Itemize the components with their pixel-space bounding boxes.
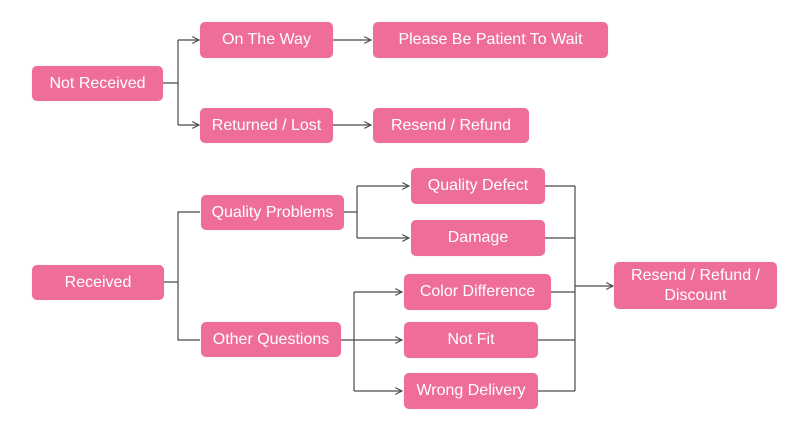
node-quality-problems: Quality Problems	[201, 195, 344, 230]
node-other-questions: Other Questions	[201, 322, 341, 357]
node-please-be-patient-to-wait: Please Be Patient To Wait	[373, 22, 608, 58]
node-quality-defect: Quality Defect	[411, 168, 545, 204]
node-wrong-delivery: Wrong Delivery	[404, 373, 538, 409]
node-on-the-way: On The Way	[200, 22, 333, 58]
connector-received-trunk	[164, 211, 200, 283]
node-returned-lost: Returned / Lost	[200, 108, 333, 143]
node-damage: Damage	[411, 220, 545, 256]
node-not-fit: Not Fit	[404, 322, 538, 358]
connector-received-bottom	[177, 282, 200, 341]
connector-other-trunk	[341, 292, 355, 341]
node-received: Received	[32, 265, 164, 300]
node-color-difference: Color Difference	[404, 274, 551, 310]
connector-quality-trunk	[344, 186, 358, 213]
connector-not-received-trunk	[163, 40, 179, 84]
node-not-received: Not Received	[32, 66, 163, 101]
node-resend-refund-discount: Resend / Refund / Discount	[614, 262, 777, 309]
node-resend-refund: Resend / Refund	[373, 108, 529, 143]
